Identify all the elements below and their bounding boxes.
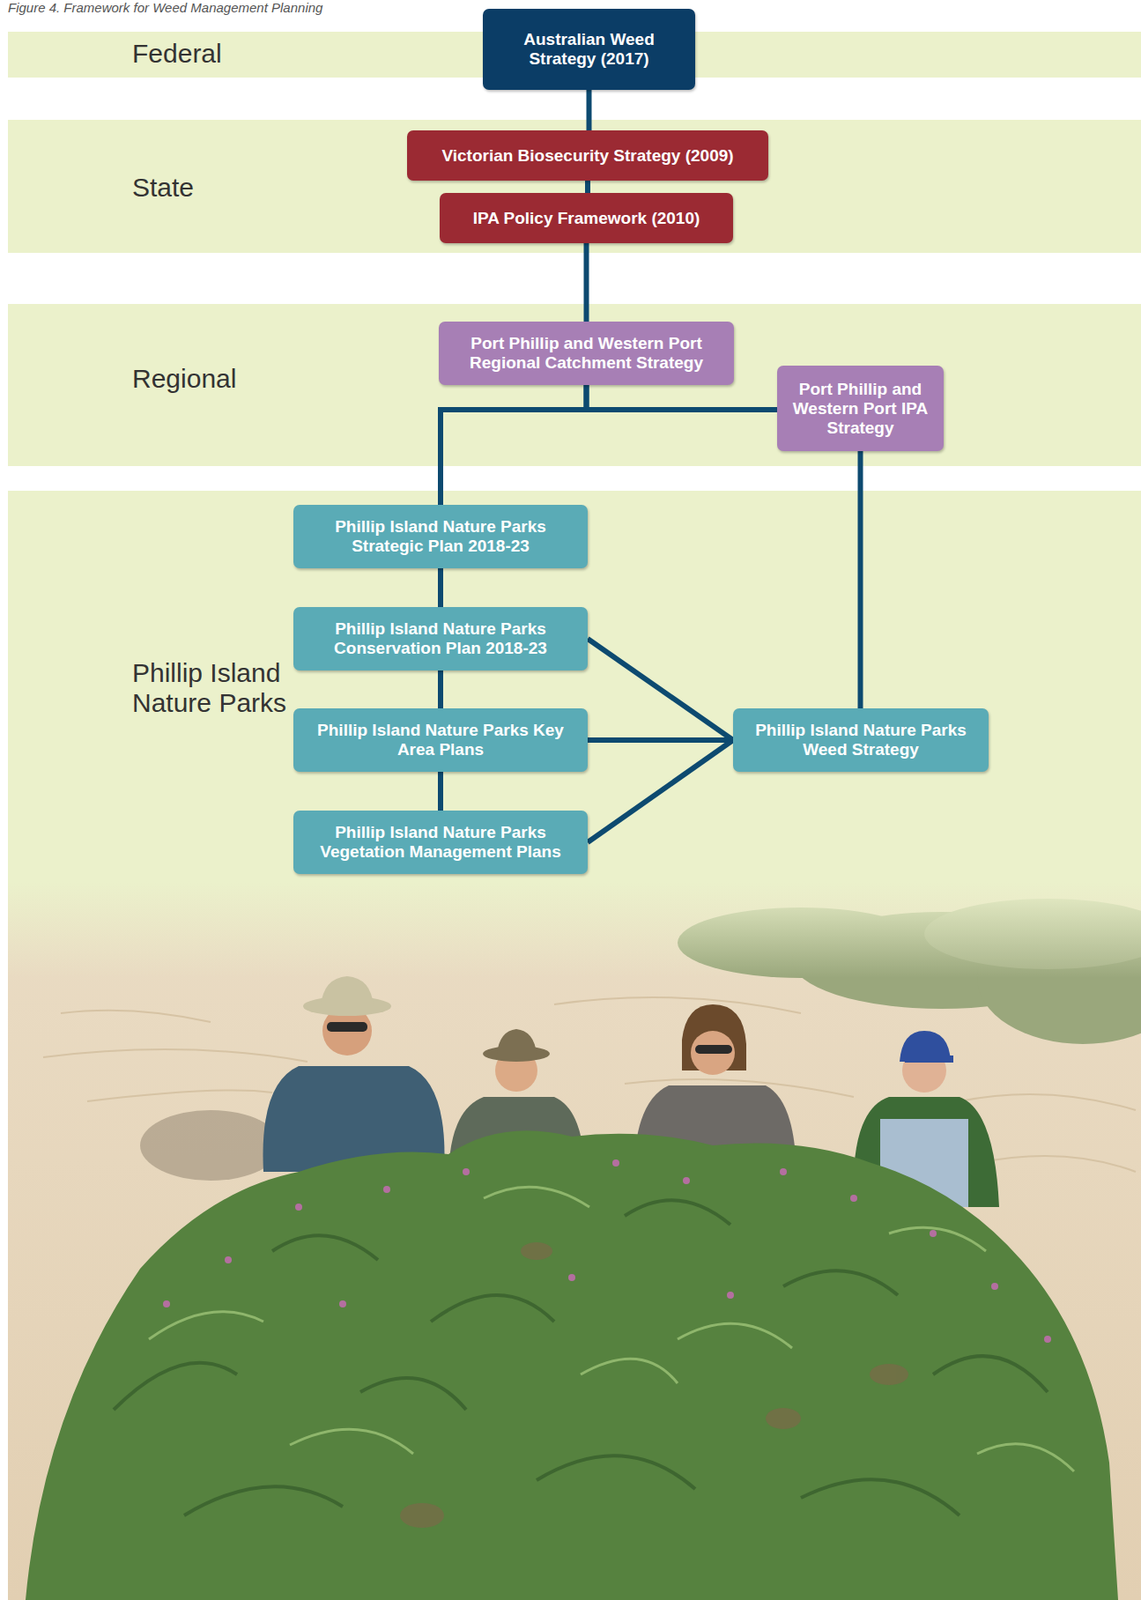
plan-box: Australian Weed Strategy (2017): [482, 8, 696, 90]
photo-detail: [580, 1358, 678, 1384]
photo-detail: [889, 1227, 986, 1252]
dead-stems: [400, 1242, 909, 1528]
person: [263, 976, 445, 1172]
photo-detail: [959, 1094, 1136, 1111]
level-label: Federal: [132, 38, 309, 69]
box-label: IPA Policy Framework (2010): [473, 208, 701, 229]
photo-detail: [163, 1300, 171, 1308]
connector-line: [437, 568, 444, 608]
photo-detail: [113, 1363, 238, 1410]
connector-line: [587, 740, 734, 843]
photo-detail: [554, 997, 801, 1014]
photo-detail: [783, 1270, 898, 1296]
connector-line: [437, 670, 444, 709]
connector-line: [584, 243, 590, 322]
level-label: Regional: [132, 363, 309, 394]
photo-detail: [536, 1455, 696, 1490]
photo-detail: [520, 1242, 553, 1260]
photo-detail: [800, 1479, 960, 1516]
connector-line: [587, 737, 734, 743]
box-label: Phillip Island Nature Parks Weed Strateg…: [741, 720, 980, 760]
level-band: Regional Port Phillip and Western Port Re…: [7, 303, 1141, 467]
photo-detail: [400, 1503, 445, 1528]
photo-detail: [977, 1444, 1075, 1472]
level-label: State: [132, 172, 309, 203]
photo-detail: [869, 1363, 909, 1386]
photo-detail: [977, 1155, 1136, 1172]
photo-detail: [991, 1282, 999, 1290]
weed-pile: [25, 1130, 1119, 1600]
photo-detail: [339, 1300, 347, 1308]
plan-box: Port Phillip and Western Port IPA Strate…: [777, 365, 944, 452]
box-label: Phillip Island Nature Parks Vegetation M…: [302, 822, 579, 862]
photo-detail: [677, 1323, 793, 1349]
connector-line: [586, 385, 778, 410]
plan-box: Port Phillip and Western Port Regional C…: [438, 321, 734, 386]
box-label: Port Phillip and Western Port IPA Strate…: [785, 379, 935, 438]
plan-box: Phillip Island Nature Parks Key Area Pla…: [293, 708, 588, 772]
photo-detail: [850, 1194, 858, 1202]
photo-detail: [43, 1049, 308, 1062]
weed-removal-photo: [7, 881, 1141, 1600]
photo-detail: [462, 1168, 470, 1176]
photo-detail: [483, 1186, 590, 1208]
connector-line: [437, 771, 444, 811]
photo-detail: [326, 1022, 368, 1032]
photo-detail: [624, 1200, 731, 1225]
box-label: Phillip Island Nature Parks Key Area Pla…: [302, 720, 579, 760]
box-label: Phillip Island Nature Parks Strategic Pl…: [302, 517, 579, 556]
photo-detail: [779, 1168, 787, 1176]
photo-detail: [726, 1291, 734, 1299]
level-label: Phillip Island Nature Parks: [132, 658, 309, 719]
photo-detail: [320, 976, 374, 1007]
photo-detail: [933, 1355, 1048, 1393]
photo-detail: [184, 1486, 343, 1516]
photo-detail: [682, 1177, 690, 1185]
photo-detail: [612, 1159, 620, 1167]
photo-detail: [224, 1256, 232, 1264]
photo-detail: [383, 1185, 391, 1193]
connector-line: [587, 638, 734, 741]
photo-detail: [87, 1090, 273, 1102]
photo-detail: [60, 1010, 211, 1023]
connector-line: [586, 89, 593, 131]
box-label: Australian Weed Strategy (2017): [491, 29, 687, 69]
box-label: Phillip Island Nature Parks Conservation…: [302, 619, 579, 659]
photo-detail: [289, 1429, 414, 1454]
plan-box: Victorian Biosecurity Strategy (2009): [407, 130, 769, 181]
weed-highlights: [148, 1186, 1075, 1472]
shadow: [140, 1110, 282, 1181]
photo-detail: [568, 1274, 576, 1282]
photo-detail: [272, 1235, 378, 1260]
photo-detail: [695, 1044, 733, 1054]
box-label: Victorian Biosecurity Strategy (2009): [441, 146, 734, 166]
level-band: Federal Australian Weed Strategy (2017): [7, 31, 1141, 78]
connector-line: [440, 385, 587, 505]
weed-texture: [113, 1200, 1048, 1516]
connector-line: [858, 451, 864, 709]
photo-detail: [765, 1407, 801, 1430]
plan-box: Phillip Island Nature Parks Weed Strateg…: [733, 708, 989, 772]
photo-detail: [1044, 1335, 1052, 1343]
figure-caption: Figure 4. Framework for Weed Management …: [7, 0, 323, 15]
sand: [7, 881, 1141, 1600]
photo-detail: [690, 1030, 735, 1075]
photo-detail: [904, 1055, 954, 1063]
photo-detail: [148, 1311, 264, 1340]
photo-detail: [929, 1229, 937, 1238]
plan-box: Phillip Island Nature Parks Strategic Pl…: [293, 504, 588, 569]
photo-detail: [360, 1378, 467, 1410]
band-fade: [7, 881, 1141, 978]
level-band: Phillip Island Nature ParksPhillip Islan…: [7, 490, 1141, 882]
plan-box: Phillip Island Nature Parks Conservation…: [293, 607, 588, 671]
photo-detail: [496, 1029, 537, 1054]
plan-box: IPA Policy Framework (2010): [439, 192, 734, 244]
photo-detail: [430, 1295, 555, 1322]
thistle-flowers: [163, 1159, 1052, 1343]
connector-line: [585, 180, 591, 193]
box-label: Port Phillip and Western Port Regional C…: [447, 333, 726, 373]
photo-detail: [295, 1203, 303, 1211]
level-band: State Victorian Biosecurity Strategy (200…: [7, 119, 1141, 253]
plan-box: Phillip Island Nature Parks Vegetation M…: [293, 810, 588, 875]
